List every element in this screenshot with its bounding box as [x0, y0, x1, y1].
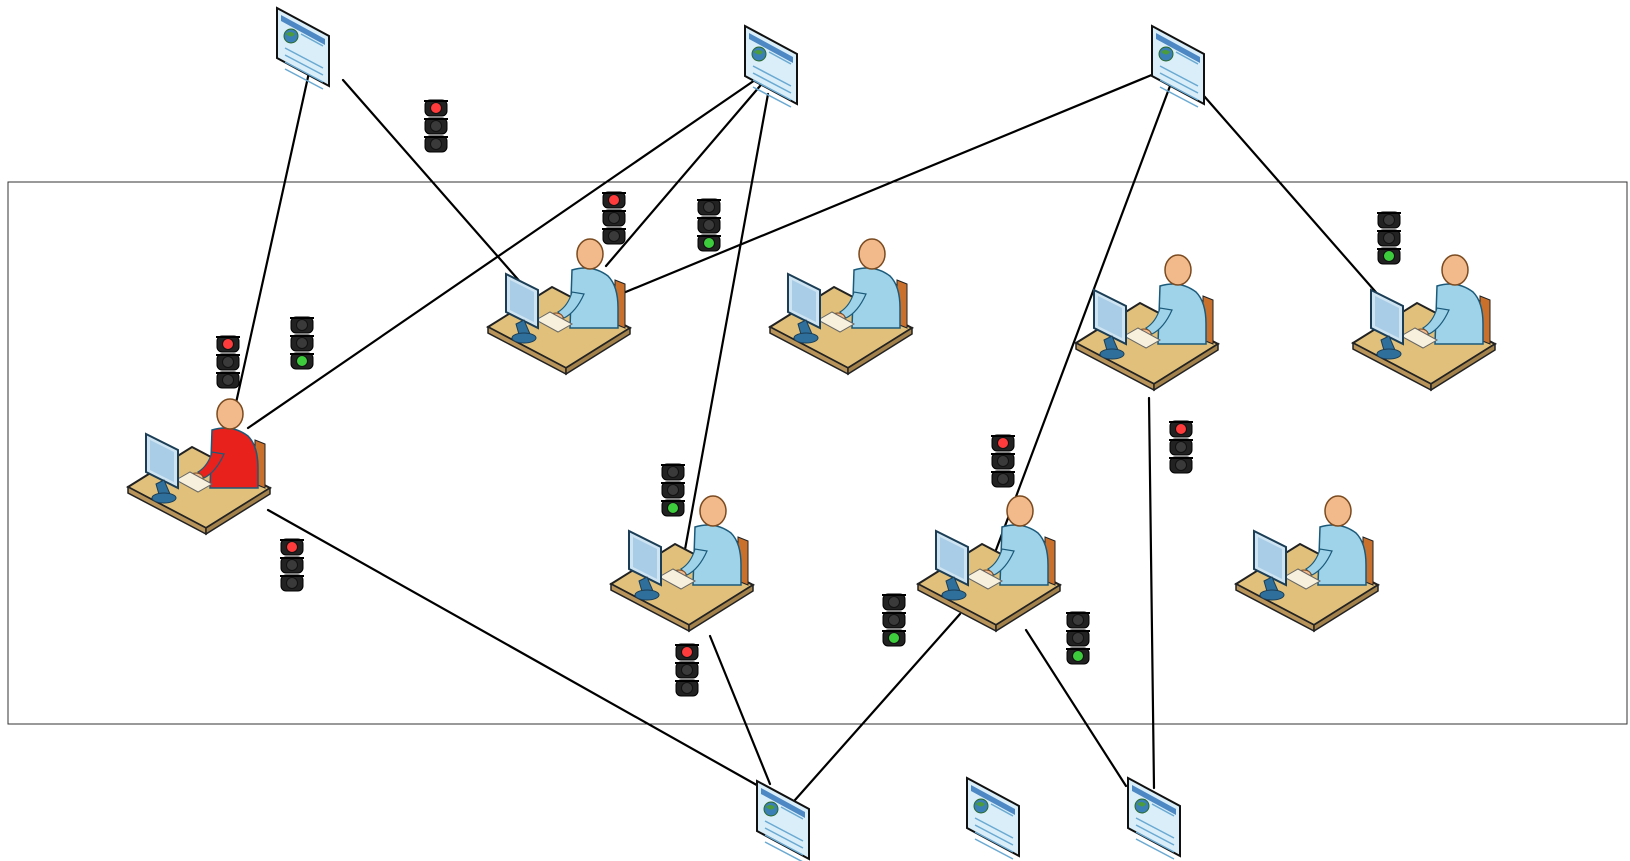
web-page-icon[interactable] — [744, 24, 798, 108]
connection-line — [246, 78, 757, 430]
connection-line — [604, 84, 762, 268]
user-workstation-icon[interactable] — [1073, 254, 1221, 392]
traffic-light-icon — [675, 643, 699, 697]
zone-boundary — [7, 181, 1628, 725]
connection-line — [1024, 628, 1128, 788]
traffic-light-icon — [1066, 611, 1090, 665]
traffic-light-icon — [602, 191, 626, 245]
connection-line — [988, 84, 1172, 568]
connection-line — [1202, 94, 1404, 324]
connection-line — [708, 634, 772, 786]
traffic-light-icon — [661, 463, 685, 517]
traffic-light-icon — [882, 593, 906, 647]
traffic-light-icon — [1377, 211, 1401, 265]
user-workstation-icon[interactable] — [485, 238, 633, 376]
traffic-light-icon — [697, 198, 721, 252]
connection-line — [1147, 396, 1156, 790]
user-workstation-icon[interactable] — [767, 238, 915, 376]
connection-line — [266, 508, 764, 790]
traffic-light-icon — [1169, 420, 1193, 474]
traffic-light-icon — [280, 538, 304, 592]
traffic-light-icon — [216, 335, 240, 389]
user-workstation-icon[interactable] — [1233, 495, 1381, 633]
web-page-icon[interactable] — [756, 779, 810, 861]
traffic-light-icon — [290, 316, 314, 370]
connection-line — [232, 66, 312, 414]
web-page-icon[interactable] — [1127, 776, 1181, 860]
web-page-icon[interactable] — [276, 6, 330, 90]
user-workstation-icon[interactable] — [1350, 254, 1498, 392]
user-workstation-icon[interactable] — [608, 495, 756, 633]
traffic-light-icon — [991, 434, 1015, 488]
web-page-icon[interactable] — [966, 776, 1020, 860]
user-workstation-icon[interactable] — [125, 398, 273, 536]
web-page-icon[interactable] — [1151, 24, 1205, 108]
connection-line — [614, 72, 1156, 298]
user-workstation-icon[interactable] — [915, 495, 1063, 633]
connection-line — [680, 92, 770, 568]
connection-line — [793, 612, 962, 802]
traffic-light-icon — [424, 99, 448, 153]
connection-line — [341, 78, 538, 302]
